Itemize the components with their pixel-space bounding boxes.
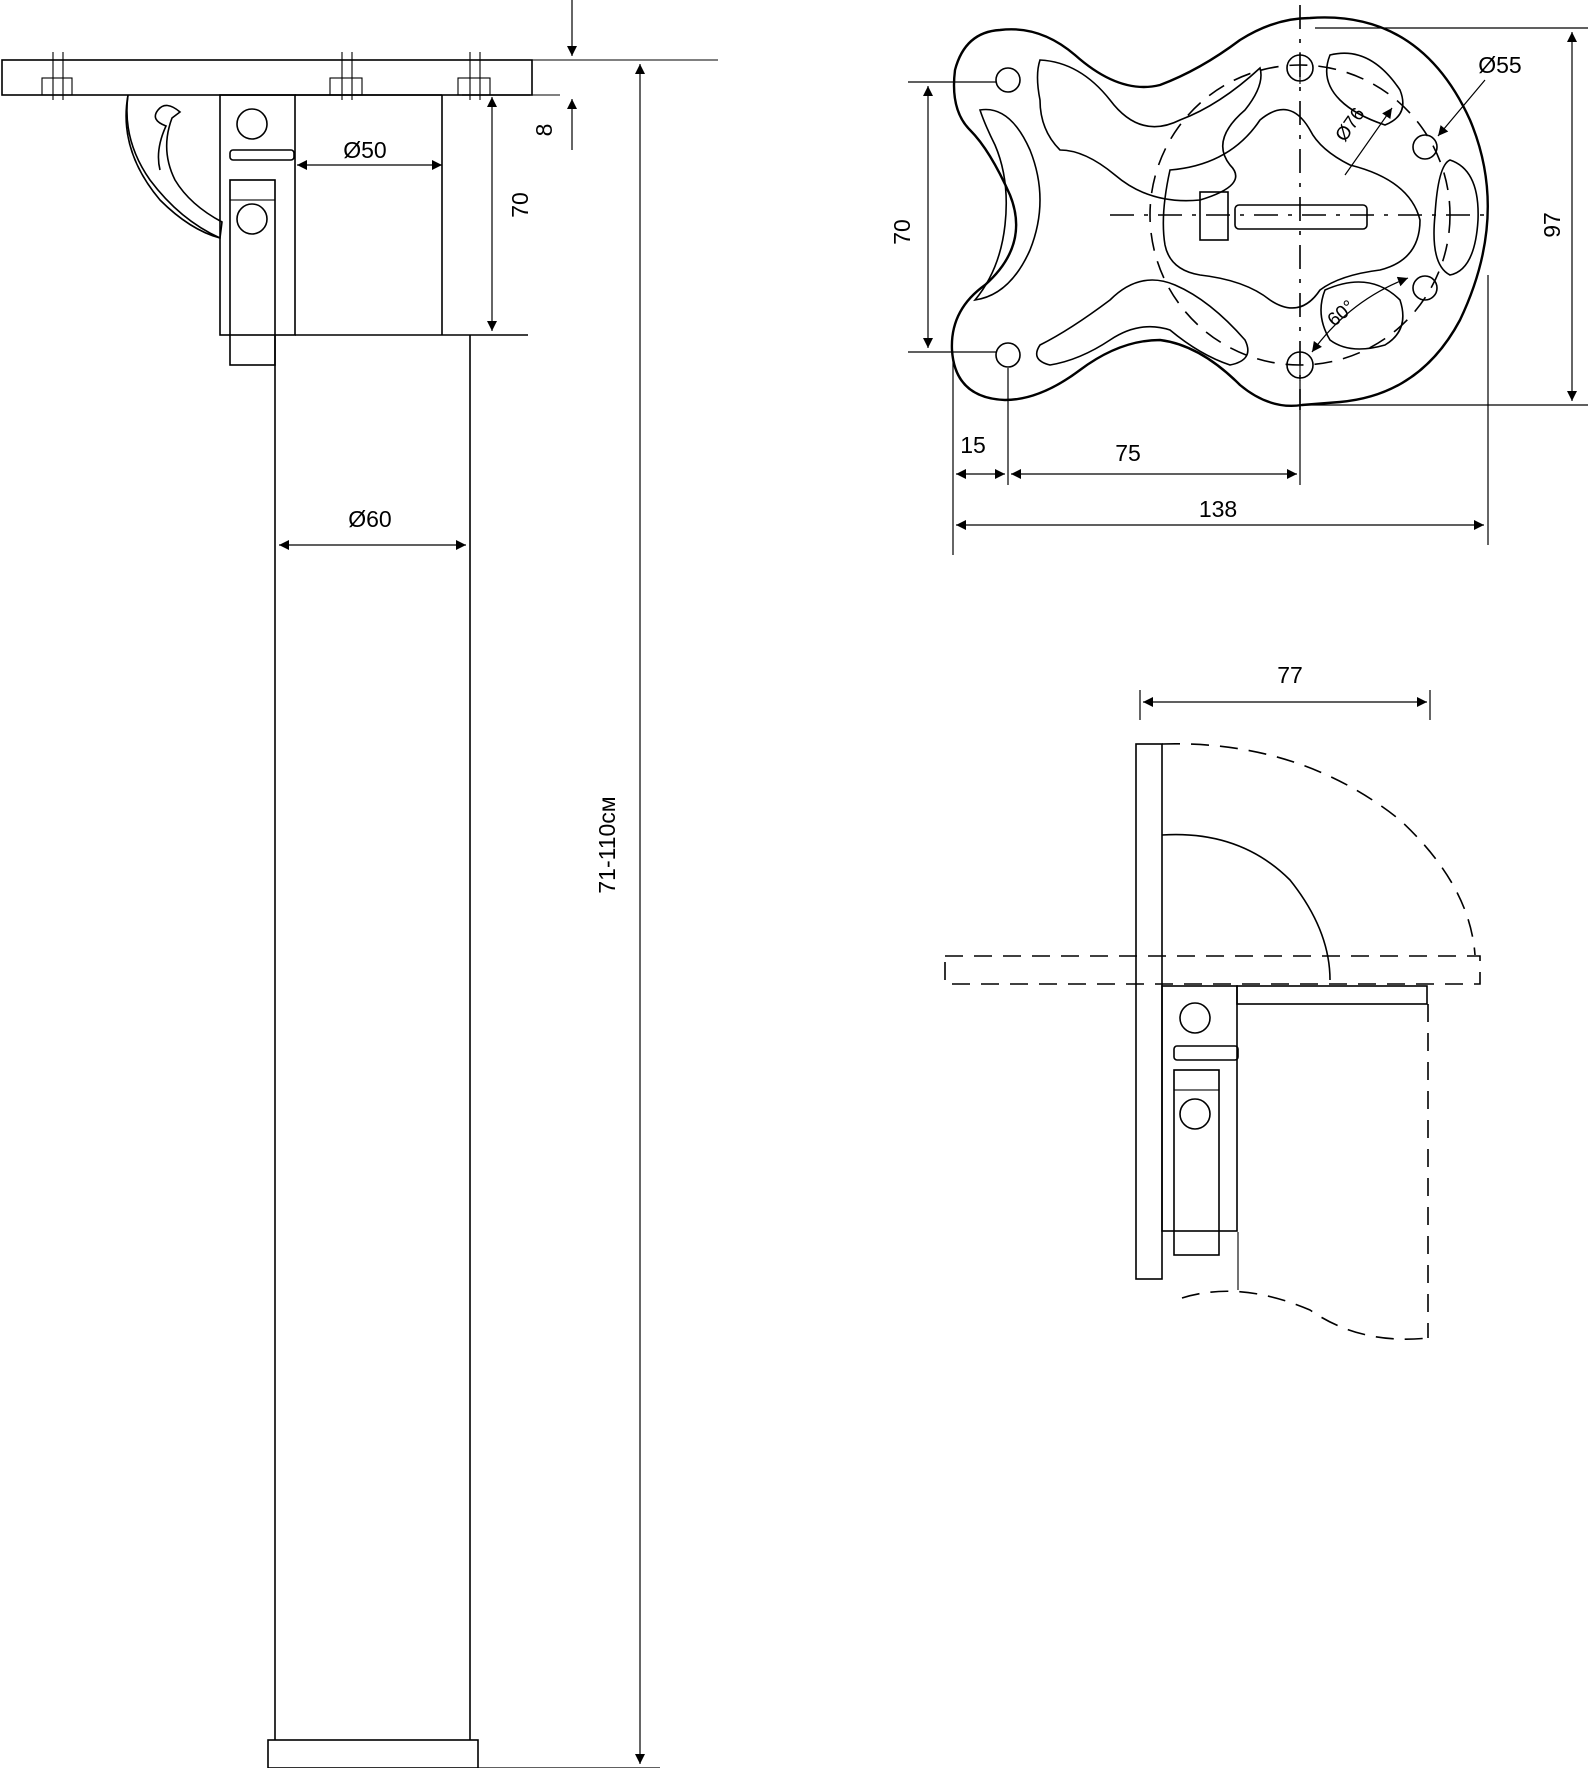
dim-top-97: 97 xyxy=(1539,212,1565,238)
lever-arm xyxy=(126,94,223,240)
table-dashed xyxy=(944,955,1481,985)
mount-hole-icon xyxy=(995,342,1021,368)
table-plate xyxy=(1,59,533,96)
dim-hole-diameter: Ø55 xyxy=(1478,52,1521,78)
dim-total-height: 71-110см xyxy=(594,796,620,893)
center-plate xyxy=(1162,108,1421,309)
fold-latch xyxy=(1173,1069,1220,1256)
fold-plate xyxy=(1135,743,1163,1280)
dim-tube-diameter: Ø50 xyxy=(343,137,386,163)
bracket-pin-icon xyxy=(236,108,268,140)
lock-block xyxy=(1199,191,1229,241)
top-view: 70 97 Ø55 Ø76 60° 15 75 138 xyxy=(889,5,1588,555)
side-view: Ø50 70 8 Ø60 71-110см xyxy=(1,0,718,1768)
dim-width-138: 138 xyxy=(1199,496,1237,522)
dim-angle: 60° xyxy=(1324,297,1360,332)
fold-latch-pin-icon xyxy=(1179,1098,1211,1130)
bracket xyxy=(219,94,296,336)
fold-arm xyxy=(1236,985,1428,1005)
fold-bracket xyxy=(1161,985,1238,1232)
fold-view: 77 xyxy=(944,662,1481,1340)
mount-hole-icon xyxy=(995,67,1021,93)
dim-bracket-height: 70 xyxy=(507,192,533,218)
screw xyxy=(41,52,73,100)
dim-top-70: 70 xyxy=(889,219,915,245)
latch-pin-icon xyxy=(236,203,268,235)
dim-edge-15: 15 xyxy=(960,432,986,458)
mount-hole-icon xyxy=(1412,275,1438,301)
mounting-plate-outline xyxy=(950,16,1489,407)
dim-circle-diameter: Ø76 xyxy=(1332,104,1370,145)
leg-foot xyxy=(267,1739,479,1768)
key-slot xyxy=(1234,204,1368,230)
mount-hole-icon xyxy=(1412,134,1438,160)
dim-plate-thickness: 8 xyxy=(531,124,557,137)
dim-swing-77: 77 xyxy=(1277,662,1303,688)
latch xyxy=(229,179,276,366)
right-oval-slot xyxy=(1433,159,1479,276)
dim-leg-diameter: Ø60 xyxy=(348,506,391,532)
dim-spacing-75: 75 xyxy=(1115,440,1141,466)
swing-arc xyxy=(1161,743,1476,956)
fold-pin-icon xyxy=(1179,1002,1211,1034)
